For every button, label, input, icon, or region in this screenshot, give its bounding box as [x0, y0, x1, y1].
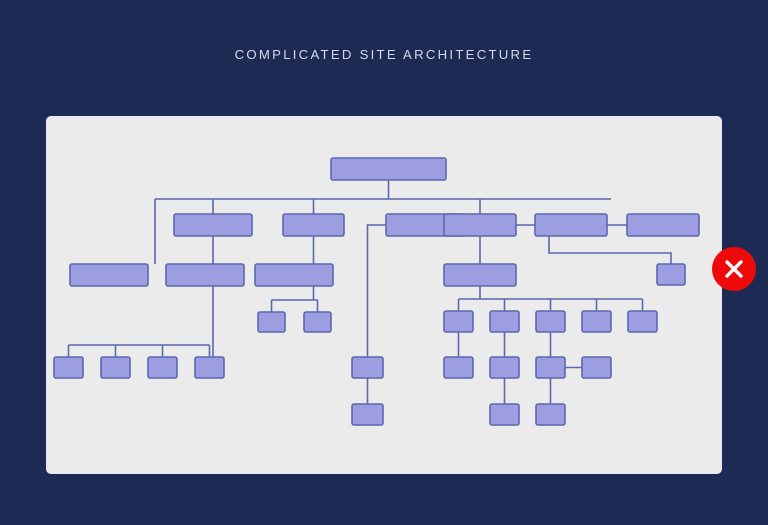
diagram-node[interactable]	[173, 213, 253, 237]
diagram-node[interactable]	[534, 213, 608, 237]
diagram-node[interactable]	[443, 356, 474, 379]
diagram-node[interactable]	[282, 213, 345, 237]
connector-line	[548, 236, 672, 264]
diagram-card	[46, 116, 756, 474]
node-layer	[53, 157, 700, 426]
diagram-node[interactable]	[656, 263, 686, 286]
diagram-node[interactable]	[100, 356, 131, 379]
diagram-node[interactable]	[303, 311, 332, 333]
diagram-node[interactable]	[535, 403, 566, 426]
diagram-node[interactable]	[443, 213, 517, 237]
diagram-node[interactable]	[627, 310, 658, 333]
diagram-node[interactable]	[194, 356, 225, 379]
diagram-node[interactable]	[489, 356, 520, 379]
diagram-node[interactable]	[254, 263, 334, 287]
diagram-node[interactable]	[489, 310, 520, 333]
diagram-node[interactable]	[351, 403, 384, 426]
diagram-node[interactable]	[147, 356, 178, 379]
diagram-node[interactable]	[443, 263, 517, 287]
diagram-node[interactable]	[53, 356, 84, 379]
diagram-node[interactable]	[535, 356, 566, 379]
diagram-node[interactable]	[581, 356, 612, 379]
diagram-node[interactable]	[535, 310, 566, 333]
diagram-node[interactable]	[489, 403, 520, 426]
diagram-node[interactable]	[351, 356, 384, 379]
diagram-node[interactable]	[69, 263, 149, 287]
diagram-node[interactable]	[581, 310, 612, 333]
connector-line	[366, 224, 464, 357]
close-button[interactable]	[712, 247, 756, 291]
close-x-icon	[725, 260, 743, 278]
diagram-node[interactable]	[443, 310, 474, 333]
diagram-node[interactable]	[257, 311, 286, 333]
diagram-node[interactable]	[165, 263, 245, 287]
diagram-node[interactable]	[330, 157, 447, 181]
page-title: COMPLICATED SITE ARCHITECTURE	[234, 47, 534, 62]
diagram-node[interactable]	[626, 213, 700, 237]
site-architecture-diagram	[53, 157, 700, 426]
